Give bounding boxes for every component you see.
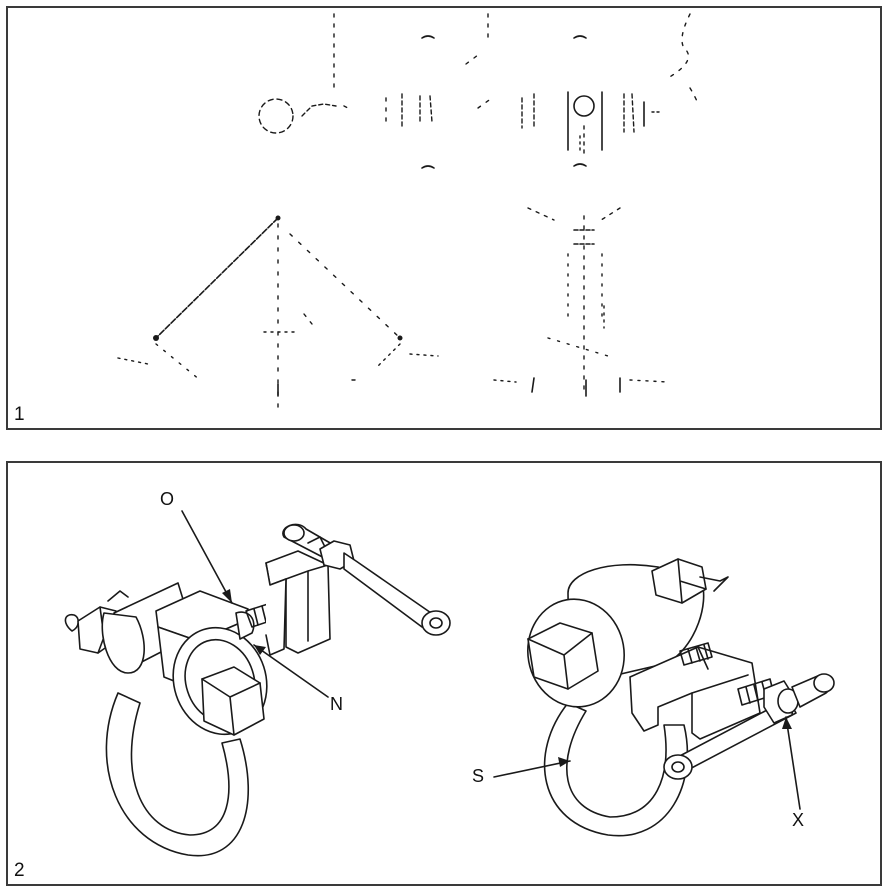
right-shackle-assembly [527, 558, 835, 837]
figure-number: 2 [14, 860, 25, 881]
callout-arrows [181, 510, 801, 810]
callout-s: S [472, 766, 485, 786]
figure-1-schematic [117, 13, 699, 409]
figure-2-illustration [64, 510, 835, 857]
figure-2-panel: O N S X 2 [6, 461, 882, 886]
left-shackle-assembly [64, 523, 451, 857]
figure-1-panel: 1 [6, 6, 882, 430]
callout-n: N [330, 694, 343, 714]
figure-number: 1 [14, 404, 25, 425]
callout-o: O [160, 489, 175, 509]
callout-x: X [792, 810, 805, 830]
